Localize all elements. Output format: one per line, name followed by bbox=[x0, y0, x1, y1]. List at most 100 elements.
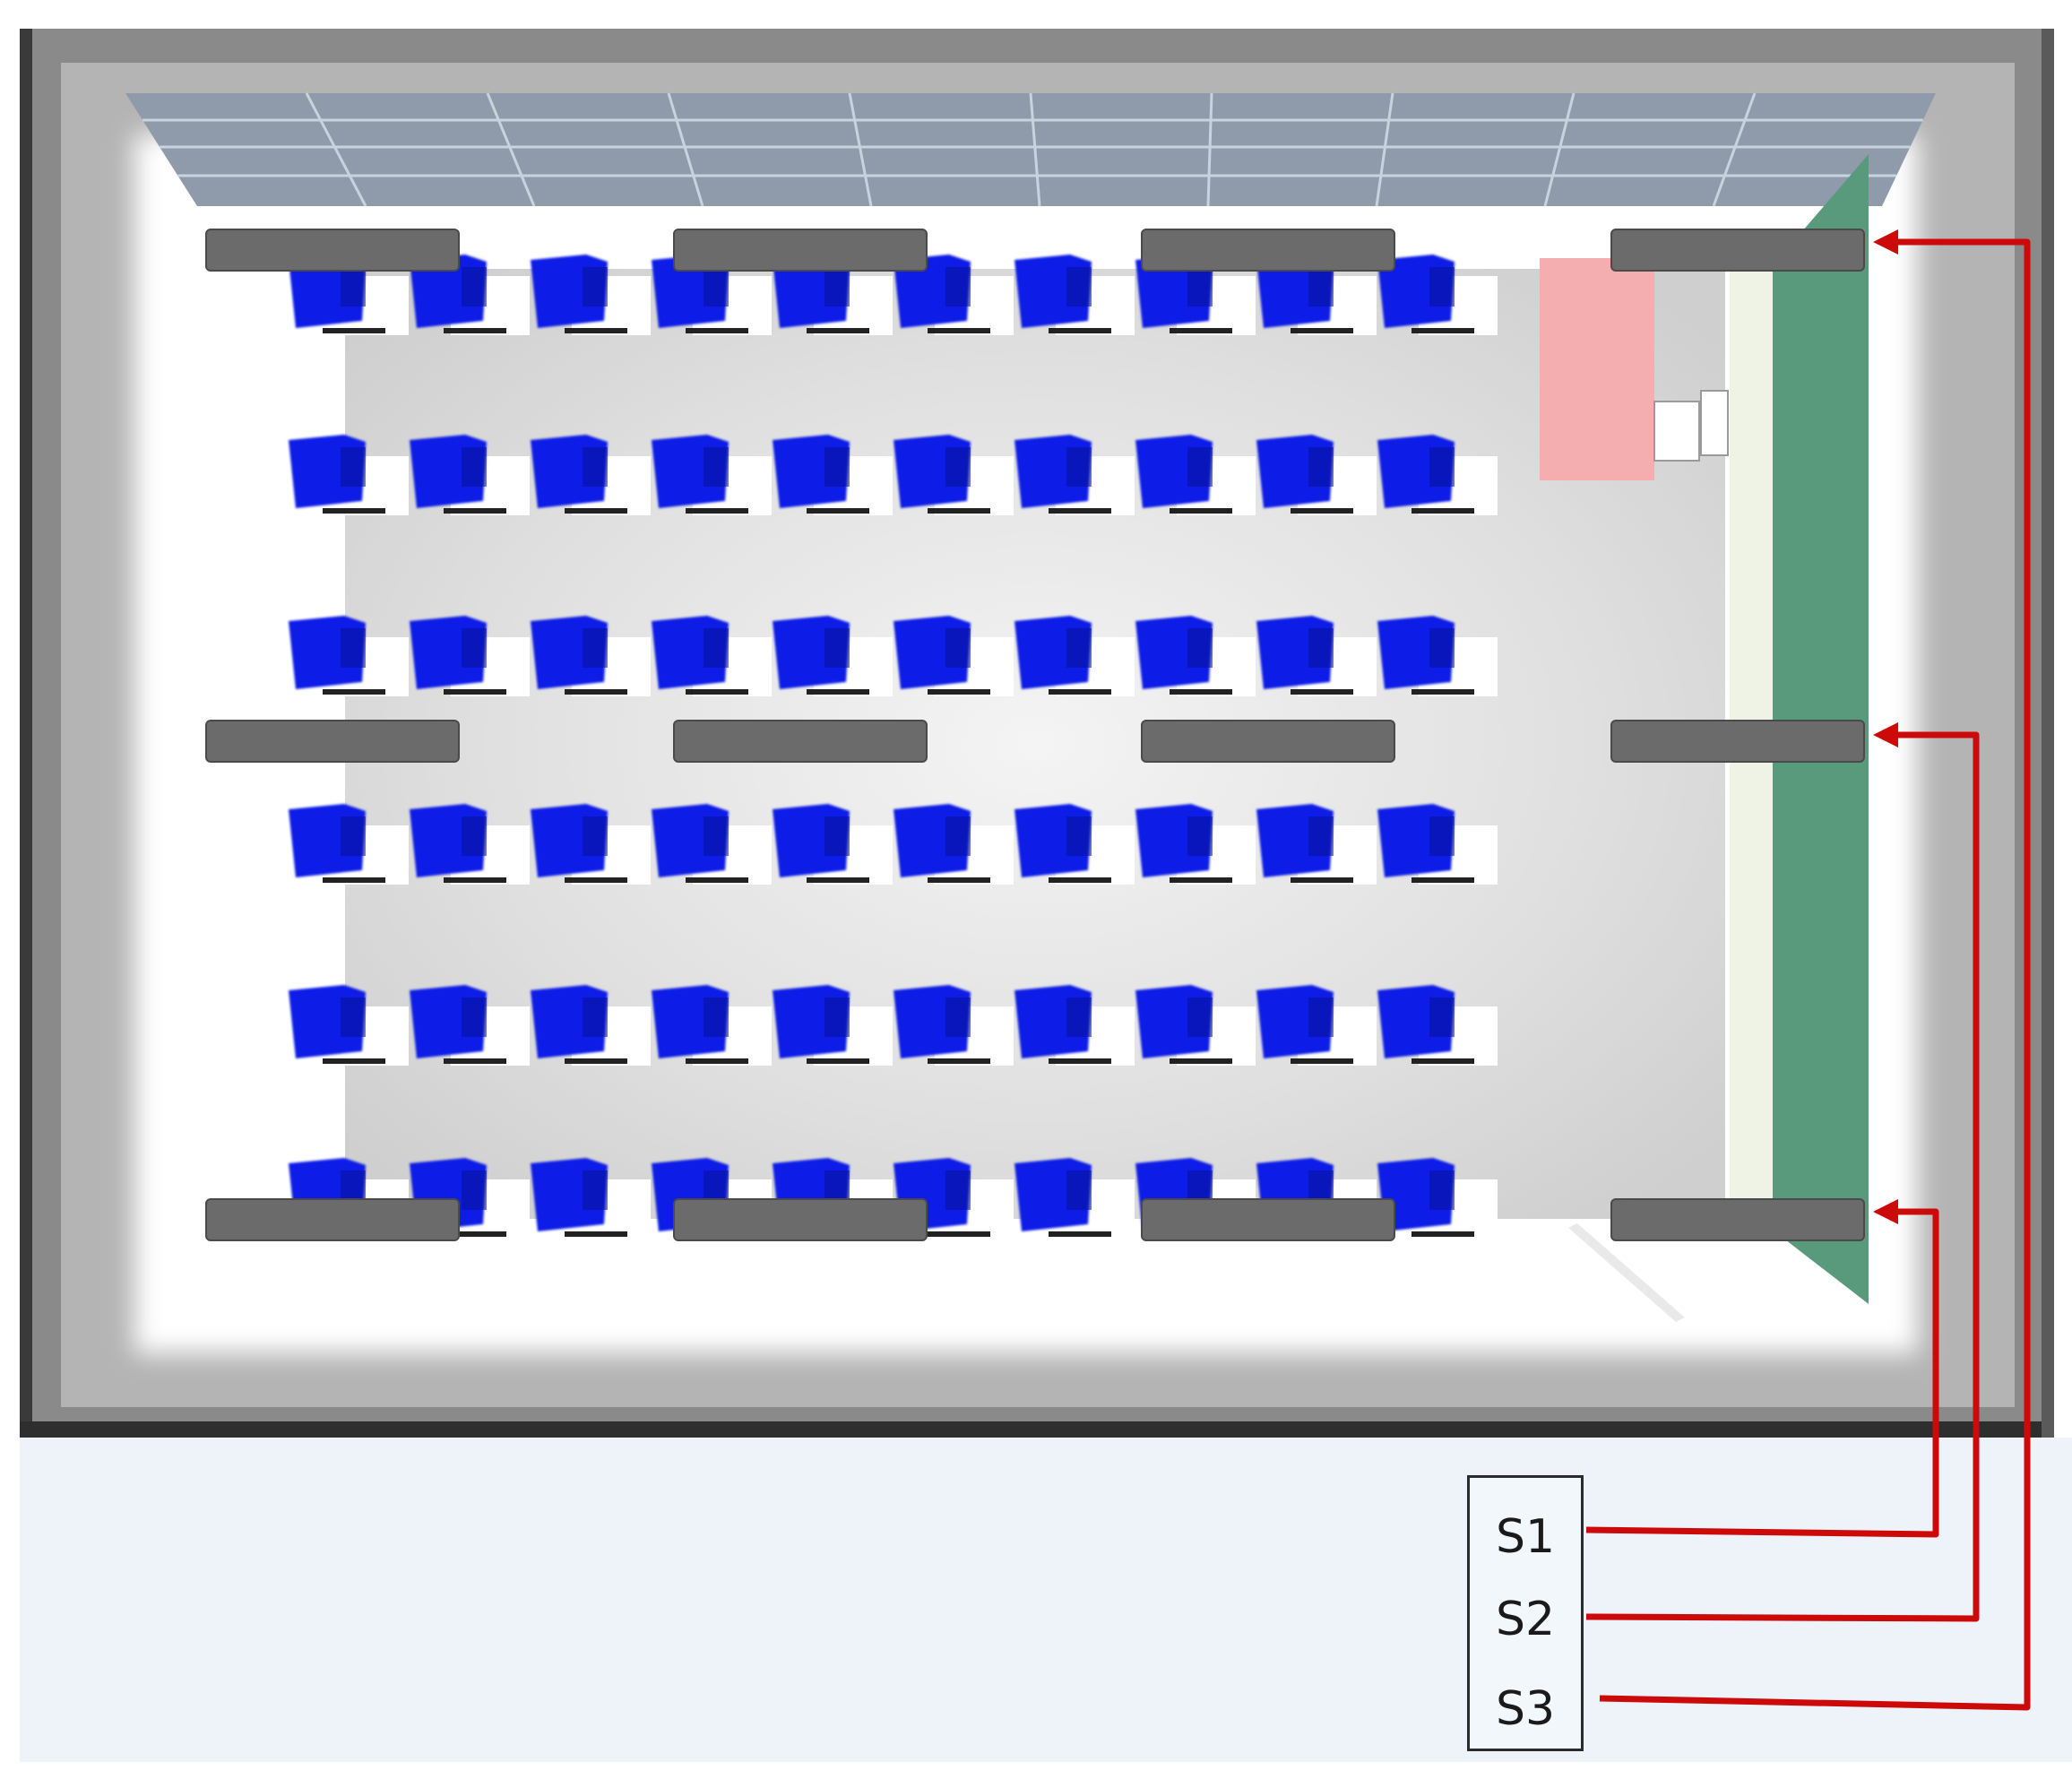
student-seat bbox=[410, 985, 530, 1066]
student-seat bbox=[1377, 616, 1498, 696]
wall-right-shadow bbox=[2042, 29, 2054, 1438]
chair-back bbox=[583, 267, 608, 307]
desk-edge bbox=[928, 508, 990, 514]
desk-edge bbox=[686, 1058, 748, 1064]
desk-edge bbox=[807, 689, 869, 695]
student-seat bbox=[894, 804, 1014, 885]
desk-edge bbox=[1049, 508, 1111, 514]
seating-area bbox=[289, 255, 1498, 1239]
chair-back bbox=[704, 447, 729, 487]
chair-back bbox=[462, 997, 487, 1037]
desk-edge bbox=[928, 689, 990, 695]
desk-edge bbox=[928, 1231, 990, 1237]
chair-back bbox=[945, 267, 971, 307]
chair-back bbox=[583, 997, 608, 1037]
chair-back bbox=[1429, 447, 1455, 487]
student-seat bbox=[1256, 255, 1377, 335]
desk-edge bbox=[444, 689, 506, 695]
desk-edge bbox=[1170, 328, 1232, 333]
desk-edge bbox=[686, 328, 748, 333]
student-seat bbox=[410, 616, 530, 696]
chair-back bbox=[1308, 447, 1334, 487]
chair-back bbox=[341, 267, 366, 307]
desk-edge bbox=[565, 689, 627, 695]
arrowhead-s1 bbox=[1873, 1199, 1898, 1224]
ceiling-light-icon bbox=[673, 720, 928, 763]
chair-back bbox=[824, 267, 850, 307]
ceiling-light-icon bbox=[673, 229, 928, 272]
chair-back bbox=[1187, 816, 1213, 856]
student-seat bbox=[1135, 804, 1256, 885]
desk-edge bbox=[1049, 328, 1111, 333]
switch-wiring bbox=[1585, 238, 2031, 1711]
chair-back bbox=[462, 1170, 487, 1210]
student-seat bbox=[531, 435, 651, 515]
student-seat bbox=[894, 1158, 1014, 1239]
student-seat bbox=[531, 255, 651, 335]
chair-back bbox=[462, 267, 487, 307]
student-seat bbox=[1014, 1158, 1135, 1239]
desk-edge bbox=[1049, 1058, 1111, 1064]
chair-back bbox=[1308, 816, 1334, 856]
student-seat bbox=[410, 1158, 530, 1239]
desk-edge bbox=[444, 328, 506, 333]
ceiling-light-icon bbox=[205, 229, 460, 272]
ceiling-light-icon bbox=[1610, 720, 1865, 763]
desk-edge bbox=[1412, 1058, 1474, 1064]
desk-edge bbox=[1291, 689, 1353, 695]
student-seat bbox=[289, 435, 409, 515]
student-seat bbox=[1014, 255, 1135, 335]
chair-back bbox=[704, 628, 729, 668]
desk-edge bbox=[928, 877, 990, 883]
desk-edge bbox=[1412, 689, 1474, 695]
chair-back bbox=[462, 628, 487, 668]
student-seat bbox=[531, 985, 651, 1066]
chair-back bbox=[1429, 628, 1455, 668]
chair-back bbox=[945, 628, 971, 668]
desk-edge bbox=[444, 877, 506, 883]
wire-s2 bbox=[1585, 731, 1980, 1622]
chair-back bbox=[341, 628, 366, 668]
chair-back bbox=[824, 447, 850, 487]
desk-edge bbox=[928, 328, 990, 333]
desk-edge bbox=[1291, 328, 1353, 333]
student-seat bbox=[410, 435, 530, 515]
desk-edge bbox=[1412, 328, 1474, 333]
desk-edge bbox=[1412, 877, 1474, 883]
student-seat bbox=[531, 804, 651, 885]
student-seat bbox=[1014, 616, 1135, 696]
ceiling-light-icon bbox=[673, 1198, 928, 1241]
window-mullion bbox=[1375, 92, 1394, 207]
chair-back bbox=[704, 997, 729, 1037]
teacher-chair bbox=[1653, 401, 1700, 462]
student-seat bbox=[1377, 985, 1498, 1066]
chair-back bbox=[1066, 447, 1092, 487]
window-mullion bbox=[1029, 92, 1041, 207]
student-seat bbox=[531, 1158, 651, 1239]
desk-edge bbox=[444, 1231, 506, 1237]
desk-edge bbox=[807, 328, 869, 333]
student-seat bbox=[773, 985, 893, 1066]
student-seat bbox=[1256, 804, 1377, 885]
chair-back bbox=[945, 816, 971, 856]
desk-edge bbox=[1049, 689, 1111, 695]
chair-back bbox=[824, 997, 850, 1037]
desk-edge bbox=[565, 508, 627, 514]
student-seat bbox=[1014, 804, 1135, 885]
student-seat bbox=[410, 804, 530, 885]
desk-edge bbox=[444, 1058, 506, 1064]
student-seat bbox=[410, 255, 530, 335]
window-mullion bbox=[667, 92, 704, 207]
desk-edge bbox=[1170, 877, 1232, 883]
chair-back bbox=[341, 447, 366, 487]
chair-back bbox=[583, 628, 608, 668]
student-seat bbox=[1256, 985, 1377, 1066]
chair-back bbox=[824, 816, 850, 856]
chair-back bbox=[462, 447, 487, 487]
student-seat bbox=[1377, 435, 1498, 515]
wire-arrowheads bbox=[1873, 229, 1898, 1224]
desk-edge bbox=[1049, 877, 1111, 883]
student-seat bbox=[1377, 255, 1498, 335]
student-seat bbox=[1377, 804, 1498, 885]
